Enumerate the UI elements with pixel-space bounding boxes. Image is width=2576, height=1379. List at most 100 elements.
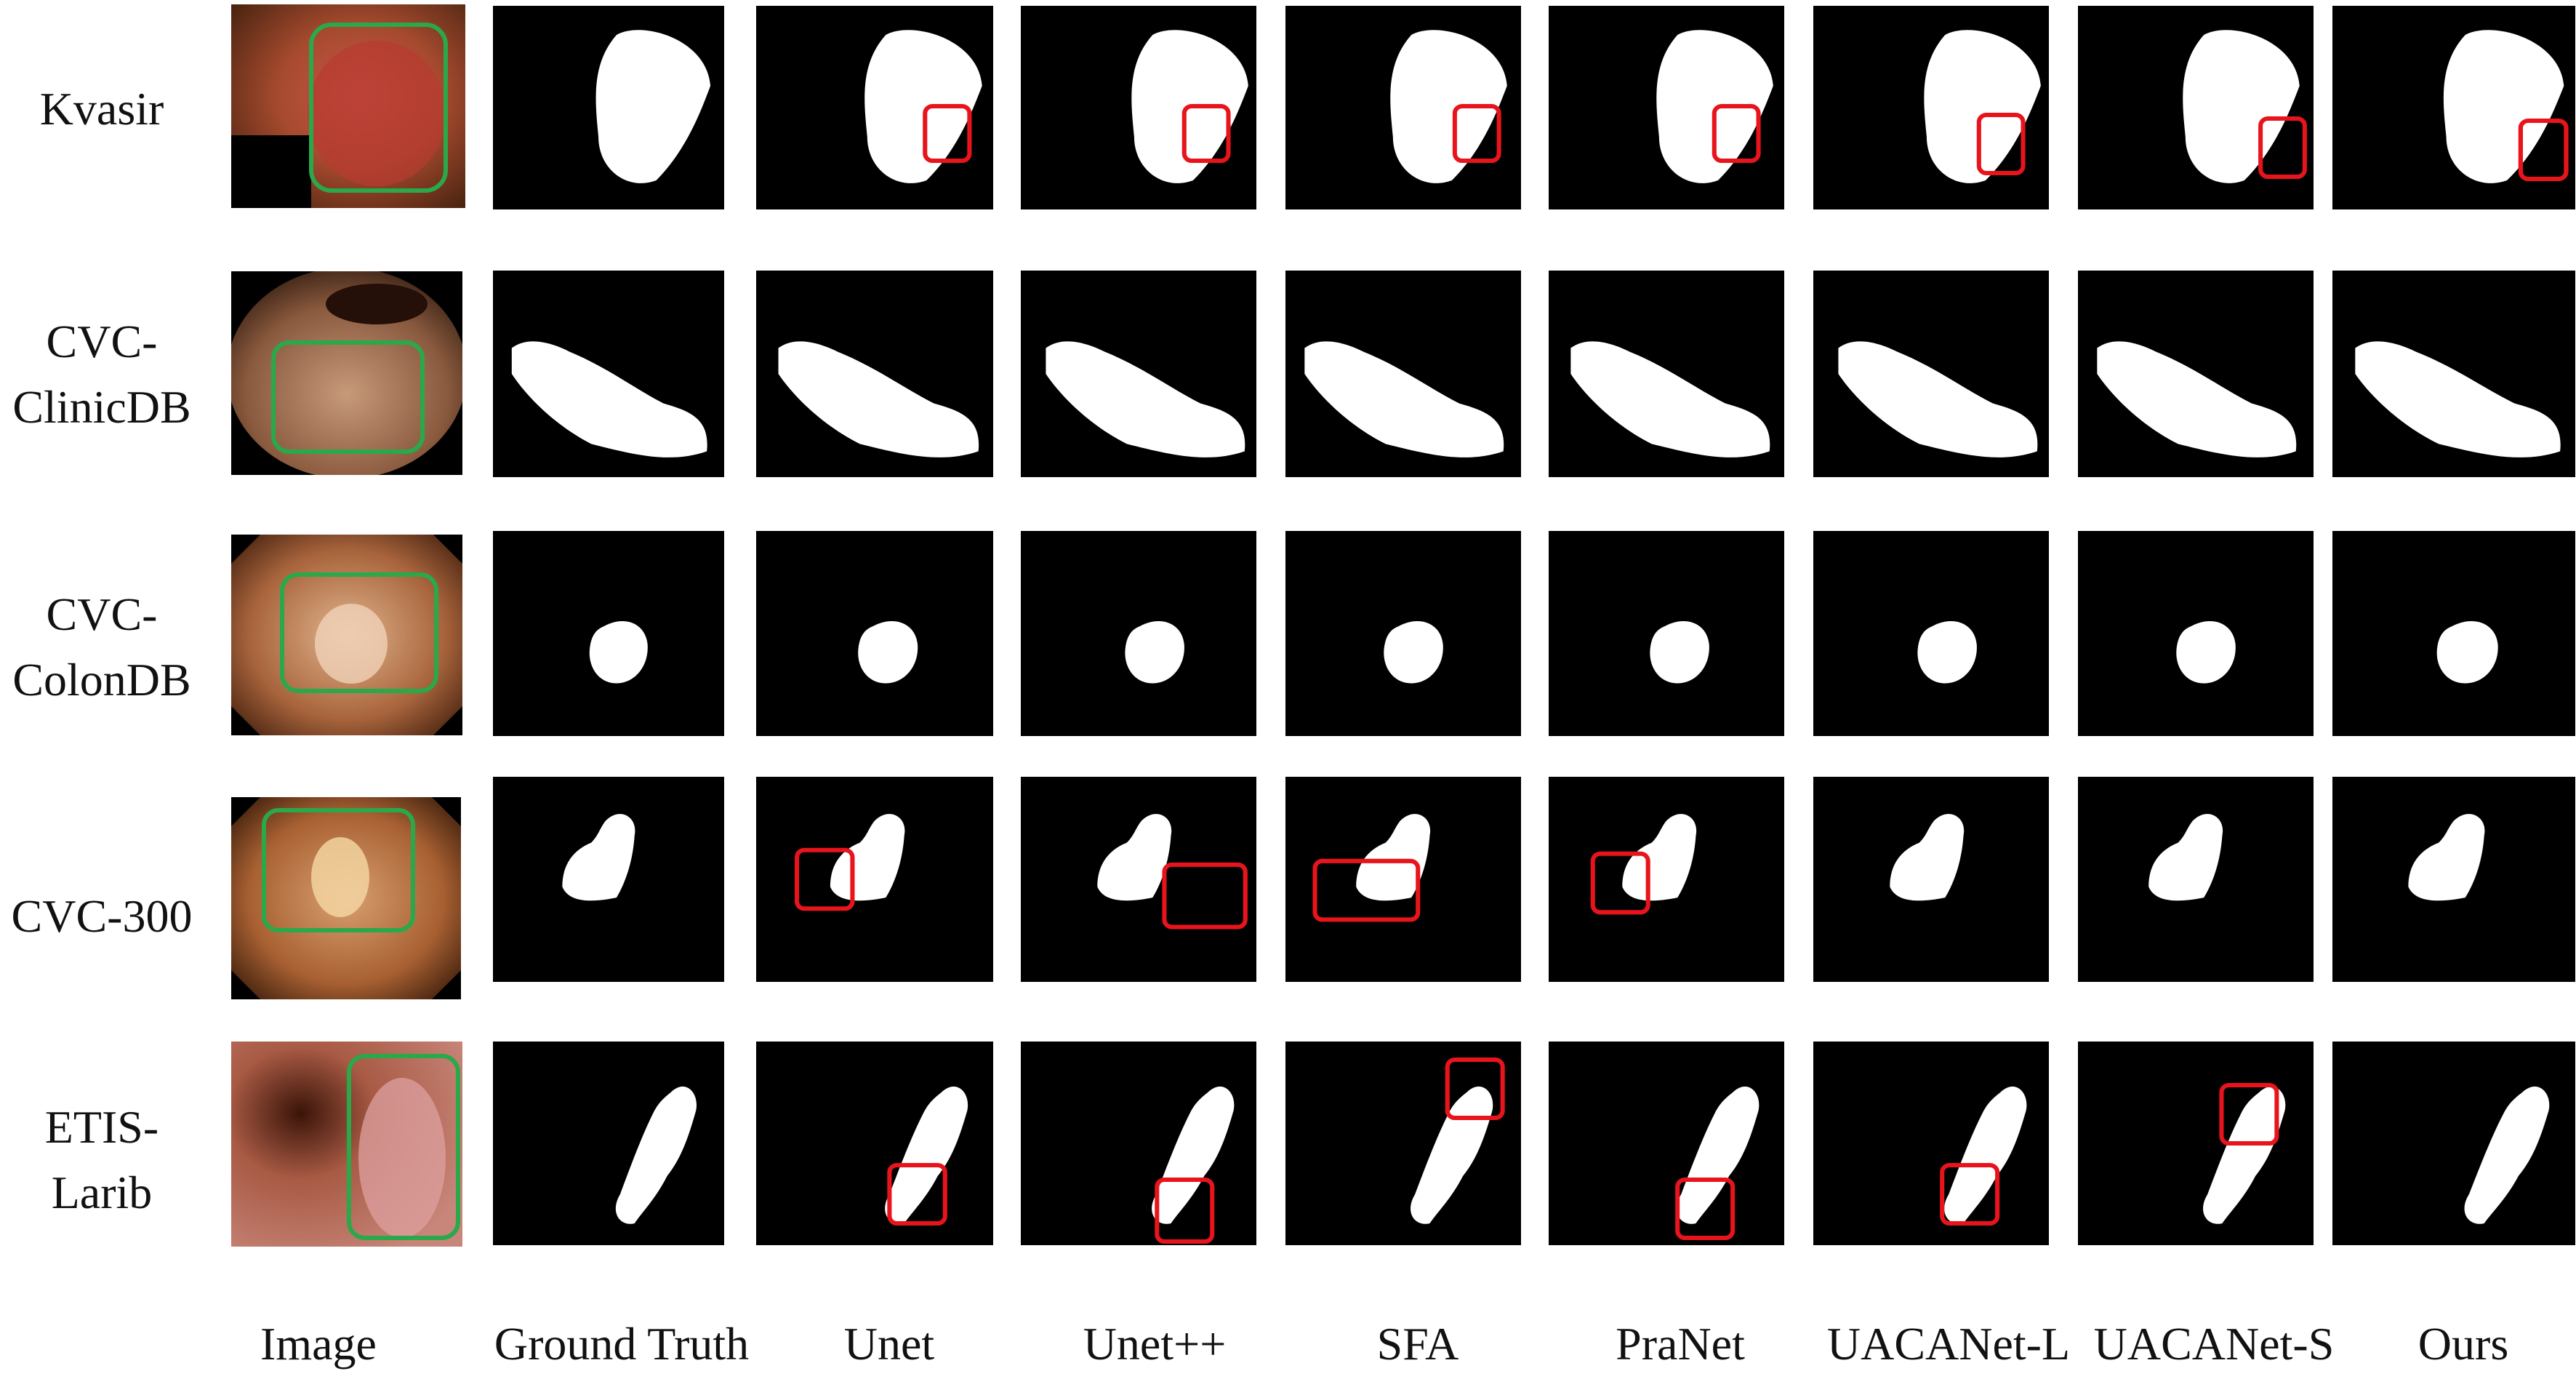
mask-cvc-300-pranet — [1549, 777, 1784, 982]
lesion-mask — [2183, 30, 2300, 183]
error-highlight-box — [1590, 851, 1650, 915]
lesion-mask — [1677, 1086, 1760, 1224]
mask-cvc-300-uacanet-s — [2078, 777, 2314, 982]
mask-kvasir-unet-plus-plus — [1021, 6, 1256, 209]
mask-kvasir-uacanet-s — [2078, 6, 2314, 209]
col-label-image: Image — [260, 1318, 377, 1370]
lesion-mask — [1356, 814, 1431, 901]
mask-cvc-clinicdb-unet — [756, 271, 993, 477]
lesion-mask — [1152, 1086, 1235, 1224]
image-cvc-colondb — [231, 535, 462, 735]
lesion-mask — [1656, 30, 1773, 183]
lesion-mask — [2408, 814, 2485, 901]
col-label-uacanet-l: UACANet-L — [1826, 1318, 2071, 1370]
lesion-mask — [2176, 620, 2236, 684]
mask-kvasir-ground-truth — [493, 6, 724, 209]
row-label-kvasir: Kvasir — [39, 83, 164, 135]
lesion-mask — [885, 1086, 968, 1224]
row-label-cvc-300: CVC-300 — [11, 890, 193, 942]
error-highlight-box — [794, 847, 855, 911]
lesion-mask — [615, 1086, 697, 1224]
lesion-mask — [778, 341, 979, 457]
lesion-mask — [1570, 341, 1770, 457]
lesion-mask — [1838, 341, 2038, 457]
mask-etis-larib-unet-plus-plus — [1021, 1042, 1256, 1245]
error-highlight-box — [1445, 1058, 1505, 1120]
error-highlight-box — [2518, 119, 2569, 181]
error-highlight-box — [1976, 113, 2026, 175]
mask-kvasir-unet — [756, 6, 993, 209]
mask-cvc-clinicdb-uacanet-s — [2078, 271, 2314, 477]
lesion-mask — [1304, 341, 1504, 457]
lesion-mask — [1411, 1086, 1493, 1224]
image-cvc-clinicdb — [231, 271, 462, 475]
mask-kvasir-pranet — [1549, 6, 1784, 209]
lesion-mask — [1622, 814, 1697, 901]
lesion-mask — [1125, 620, 1184, 684]
lesion-mask — [1046, 341, 1245, 457]
mask-cvc-clinicdb-pranet — [1549, 271, 1784, 477]
lesion-mask — [2097, 341, 2297, 457]
lesion-mask — [2203, 1086, 2286, 1224]
error-highlight-box — [923, 104, 972, 163]
lesion-mask — [2355, 341, 2561, 457]
error-highlight-box — [1312, 858, 1421, 922]
mask-kvasir-ours — [2332, 6, 2575, 209]
mask-cvc-colondb-sfa — [1285, 531, 1521, 736]
lesion-mask — [858, 620, 918, 684]
mask-etis-larib-ground-truth — [493, 1042, 724, 1245]
image-cvc-300 — [231, 797, 461, 999]
lesion-mask — [511, 341, 707, 457]
lesion-mask — [595, 30, 711, 183]
col-label-pranet: PraNet — [1616, 1318, 1745, 1370]
error-highlight-box — [1162, 862, 1248, 930]
mask-cvc-colondb-uacanet-l — [1813, 531, 2049, 736]
error-highlight-box — [2258, 116, 2307, 179]
mask-cvc-300-ours — [2332, 777, 2575, 982]
col-label-ground-truth: Ground Truth — [494, 1318, 750, 1370]
mask-etis-larib-pranet — [1549, 1042, 1784, 1245]
error-highlight-box — [887, 1163, 947, 1226]
mask-kvasir-sfa — [1285, 6, 1521, 209]
row-label-cvc-colondb: CVC- ColonDB — [12, 588, 191, 706]
mask-cvc-colondb-ground-truth — [493, 531, 724, 736]
lesion-mask — [1924, 30, 2041, 183]
lesion-mask — [1097, 814, 1172, 901]
error-highlight-box — [1181, 104, 1231, 163]
mask-etis-larib-uacanet-l — [1813, 1042, 2049, 1245]
col-label-unet: Unet — [843, 1318, 935, 1370]
error-highlight-box — [1940, 1163, 2000, 1226]
mask-cvc-colondb-ours — [2332, 531, 2575, 736]
error-highlight-box — [1675, 1178, 1736, 1240]
lesion-mask — [562, 814, 635, 901]
mask-cvc-300-sfa — [1285, 777, 1521, 982]
lesion-mask — [1384, 620, 1443, 684]
mask-cvc-colondb-unet-plus-plus — [1021, 531, 1256, 736]
lesion-mask — [864, 30, 982, 183]
mask-cvc-colondb-uacanet-s — [2078, 531, 2314, 736]
mask-cvc-300-uacanet-l — [1813, 777, 2049, 982]
lesion-mask — [589, 620, 648, 684]
error-highlight-box — [2219, 1083, 2279, 1146]
lesion-mask — [830, 814, 905, 901]
mask-cvc-clinicdb-sfa — [1285, 271, 1521, 477]
row-label-cvc-clinicdb: CVC- ClinicDB — [12, 316, 191, 433]
col-label-uacanet-s: UACANet-S — [2093, 1318, 2335, 1370]
lesion-mask — [1650, 620, 1709, 684]
mask-etis-larib-ours — [2332, 1042, 2575, 1245]
mask-cvc-300-unet-plus-plus — [1021, 777, 1256, 982]
lesion-mask — [2436, 620, 2498, 684]
lesion-mask — [1890, 814, 1965, 901]
lesion-mask — [2464, 1086, 2550, 1224]
lesion-mask — [1944, 1086, 2027, 1224]
mask-etis-larib-sfa — [1285, 1042, 1521, 1245]
error-highlight-box — [1155, 1178, 1215, 1244]
mask-cvc-clinicdb-uacanet-l — [1813, 271, 2049, 477]
lesion-mask — [2148, 814, 2223, 901]
mask-etis-larib-unet — [756, 1042, 993, 1245]
mask-cvc-clinicdb-ground-truth — [493, 271, 724, 477]
mask-cvc-clinicdb-unet-plus-plus — [1021, 271, 1256, 477]
lesion-mask — [1390, 30, 1507, 183]
mask-cvc-300-ground-truth — [493, 777, 724, 982]
col-label-sfa: SFA — [1376, 1318, 1459, 1370]
